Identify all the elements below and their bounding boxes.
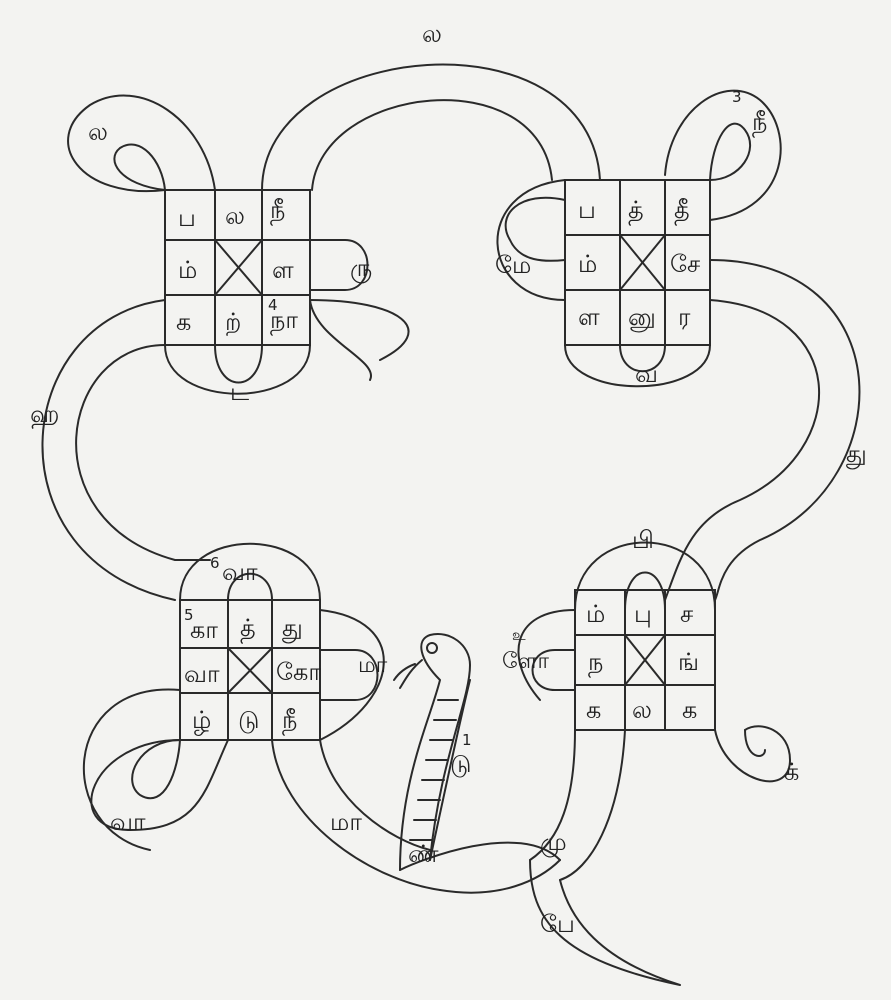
knot-bl-cell-2: த் [240,614,256,644]
path-label-top-right-bottom: வ [635,360,658,388]
knot-br-cell-6: க [586,696,601,724]
sequence-numbers: 1 உ 3 4 5 6 [184,88,742,749]
knot-tl-cell-7: ற் [225,308,241,336]
knot-tr-cell-2: த் [628,196,644,226]
knot-br-cell-5: ங் [678,648,699,676]
seq-number-2: உ [512,626,526,644]
seq-number-4: 4 [268,296,278,314]
seq-number-1: 1 [462,731,472,749]
knot-tl-cell-6: க [176,308,191,336]
knot-tl-cell-1: ப [178,204,196,232]
path-label-left-curve: ஹ [30,400,59,429]
knot-br-cell-2: பு [634,600,652,628]
path-label-top-left-loop: ல [88,118,108,146]
seq-number-6: 6 [210,554,220,572]
knot-br-cell-7: ல [632,696,652,724]
knot-tl-cell-4: ம் [178,256,197,284]
knot-br-cell-3: ச [680,600,693,628]
path-label-top-center: ல [422,20,442,48]
path-label-top-right-left: மே [495,251,531,279]
knot-bl-cell-1: கா [190,616,218,644]
path-label-top-left-right: ரு [350,254,372,283]
knot-tr-cell-1: ப [578,196,596,224]
path-label-bottom-right-loop: க் [784,758,799,786]
path-label-top-right-loop: நீ [752,108,767,138]
seq-number-3: 3 [732,88,742,106]
knot-tr-cell-7: னு [628,303,656,332]
knot-tl-cell-5: ள [272,256,294,284]
path-label-bottom-right-left: ளோ [502,649,549,674]
knot-bl-cell-7: டு [238,706,259,734]
knot-bl-cell-6: ழ் [192,706,211,736]
knot-tl-cell-3: நீ [270,196,285,226]
path-label-tail: பே [540,910,575,938]
knot-tr-cell-3: தீ [674,196,690,226]
knot-tr-cell-5: சே [670,250,700,278]
knot-tl-cell-2: ல [225,202,245,230]
path-label-top-left-bottom: ட [230,378,249,406]
path-label-bottom-center: மா [330,808,362,836]
path-label-bottom-right-top: பி [632,526,654,554]
path-letters: ல ல ரு ட ஹ மே நீ வ து பி ளோ க் வா மா வா … [30,20,867,938]
path-label-snake-neck: ண் [408,840,439,868]
path-label-right-curve: து [846,440,867,469]
knot-br-cell-8: க [682,696,697,724]
path-label-cobra-mark: டு [450,750,471,778]
path-label-bottom-left-loop: வா [110,808,146,836]
path-label-bottom-left-top: வா [222,558,258,586]
knot-br-cell-4: ந [588,648,603,678]
knot-tr-cell-8: ர [678,303,691,331]
knot-tr-cell-6: ள [578,303,600,331]
knot-br-cell-1: ம் [586,600,605,628]
knot-bl-cell-4: வா [184,660,220,688]
knot-bl-cell-8: நீ [282,706,297,736]
knot-tr-cell-4: ம் [578,250,597,278]
knot-bl-cell-3: து [282,614,303,643]
path-label-snake-body: மு [540,828,567,857]
knot-bl-cell-5: கோ [276,658,321,686]
path-label-bottom-left-right: மா [358,653,388,678]
knot-bottom-left-letters: கா த் து வா கோ ழ் டு நீ [184,614,321,736]
seq-number-5: 5 [184,606,194,624]
knot-top-right-letters: ப த் தீ ம் சே ள னு ர [578,196,700,332]
